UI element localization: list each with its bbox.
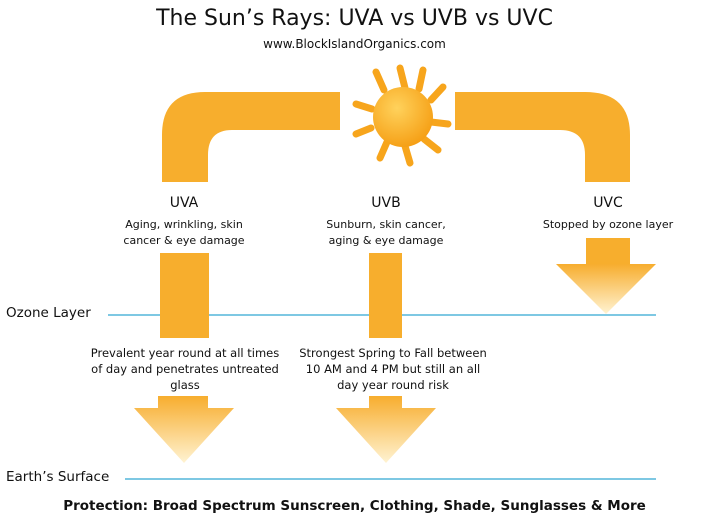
earth-surface-label: Earth’s Surface — [6, 469, 110, 485]
uva-description: Aging, wrinkling, skin cancer & eye dama… — [123, 218, 245, 247]
protection-footer: Protection: Broad Spectrum Sunscreen, Cl… — [63, 498, 646, 514]
uvb-name: UVB — [371, 195, 401, 211]
page-title: The Sun’s Rays: UVA vs UVB vs UVC — [156, 6, 553, 31]
uvc-arrow-icon — [556, 264, 656, 314]
website-url: www.BlockIslandOrganics.com — [263, 37, 446, 51]
uva-name: UVA — [169, 195, 199, 211]
sun-icon — [352, 64, 452, 167]
uvb-arrow-icon — [336, 396, 436, 463]
uvb-description: Sunburn, skin cancer, aging & eye damage — [326, 218, 446, 247]
ozone-layer-label: Ozone Layer — [6, 305, 91, 321]
uvc-ray-pipe — [455, 92, 630, 266]
uva-ray-pipe — [160, 92, 340, 338]
uva-ground-note: Prevalent year round at all times of day… — [90, 346, 280, 392]
uvc-description: Stopped by ozone layer — [542, 218, 674, 231]
uvb-ray-pipe — [369, 253, 402, 338]
uvb-ground-note: Strongest Spring to Fall between 10 AM a… — [299, 346, 487, 392]
uvc-name: UVC — [593, 195, 623, 211]
uva-arrow-icon — [134, 396, 234, 463]
